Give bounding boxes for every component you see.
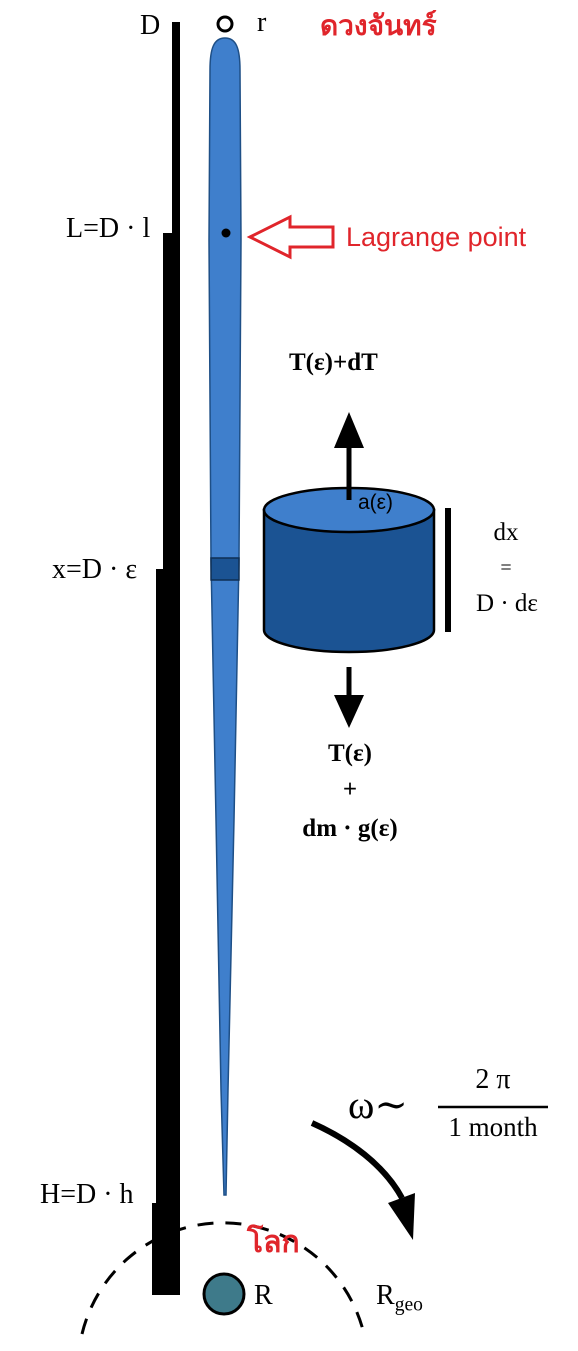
- label-lagrange-point: Lagrange point: [346, 222, 527, 252]
- label-earth-radius: R: [254, 1280, 273, 1311]
- geo-orbit-arc: [80, 1221, 366, 1335]
- up-arrow-icon: [334, 412, 364, 500]
- label-x-equation: x=D · ε: [52, 554, 138, 585]
- label-earth: โลก: [247, 1226, 300, 1259]
- label-geo-radius-main: R: [376, 1280, 395, 1311]
- label-l-equation: L=D · l: [66, 213, 151, 244]
- label-dm-g: dm · g(ε): [302, 815, 398, 842]
- label-dx: dx: [493, 519, 519, 546]
- label-h-equation: H=D · h: [40, 1179, 134, 1210]
- earth-circle: [202, 1272, 246, 1316]
- label-tension-bottom: T(ε): [327, 740, 372, 767]
- label-tension-top: T(ε)+dT: [289, 349, 378, 376]
- label-acceleration: a(ε): [358, 491, 394, 514]
- label-d-deps: D · dε: [476, 590, 538, 617]
- label-equals: =: [500, 557, 512, 579]
- lagrange-arrow-icon: [246, 214, 335, 260]
- label-geo-radius-sub: geo: [394, 1294, 423, 1316]
- label-two-pi: 2 π: [475, 1064, 511, 1095]
- label-one-month: 1 month: [448, 1112, 538, 1142]
- moon-marker: [216, 15, 234, 33]
- label-omega: ω∼: [348, 1082, 408, 1127]
- label-d: D: [140, 10, 161, 41]
- down-arrow-icon: [334, 667, 364, 728]
- height-scale-bar: [152, 22, 180, 1295]
- tether-slice: [210, 557, 240, 581]
- lagrange-point-dot: [221, 228, 231, 238]
- label-geo-radius: Rgeo: [376, 1282, 423, 1315]
- rotation-arrow-icon: [310, 1120, 415, 1240]
- dx-bar: [445, 508, 451, 632]
- label-plus: +: [342, 776, 358, 803]
- label-moon: ดวงจันทร์: [320, 10, 437, 41]
- tether: [208, 37, 242, 1196]
- label-r: r: [257, 7, 267, 38]
- cylinder-element: [262, 486, 436, 654]
